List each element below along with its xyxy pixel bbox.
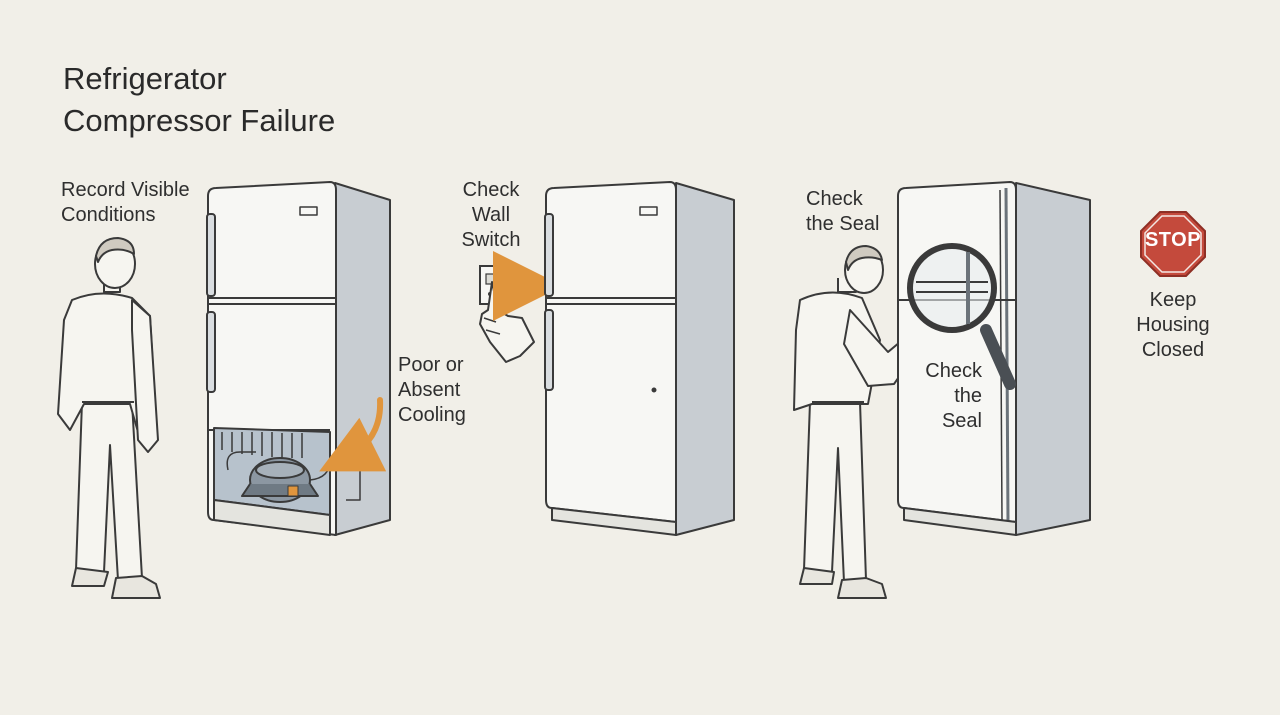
label-line: Check <box>925 360 982 382</box>
label-line: Poor or <box>398 354 464 376</box>
label-poor-cooling: Poor or Absent Cooling <box>398 353 466 428</box>
label-line: Record Visible <box>61 179 190 201</box>
label-line: Conditions <box>61 204 156 226</box>
label-line: Check <box>806 188 863 210</box>
label-line: Seal <box>941 410 982 432</box>
cooling-arrow <box>319 397 387 472</box>
label-line: Keep <box>1149 289 1197 311</box>
page-title: Refrigerator Compressor Failure <box>63 58 335 142</box>
label-record-conditions: Record Visible Conditions <box>61 178 190 228</box>
label-line: Housing <box>1136 314 1210 336</box>
label-check-seal-top: Check the Seal <box>806 187 879 237</box>
label-line: Cooling <box>398 404 466 426</box>
technician-standing-figure <box>57 237 161 599</box>
label-line: Closed <box>1141 339 1205 361</box>
label-line: Absent <box>398 379 461 401</box>
stop-sign-text: STOP <box>1144 229 1202 251</box>
label-keep-housing-closed: Keep Housing Closed <box>1133 288 1213 363</box>
label-line: the Seal <box>806 213 880 235</box>
label-line: Check <box>462 179 520 201</box>
label-line: the <box>954 385 982 407</box>
title-line-2: Compressor Failure <box>63 103 336 138</box>
label-line: Switch <box>461 229 521 251</box>
refrigerator-open-compressor <box>206 181 391 536</box>
label-check-wall-switch: Check Wall Switch <box>455 178 527 253</box>
label-check-seal-mid: Check the Seal <box>912 359 982 434</box>
magnifying-glass-icon <box>907 243 1016 390</box>
stop-sign-icon <box>1140 211 1206 277</box>
title-line-1: Refrigerator <box>63 61 227 96</box>
refrigerator-closed <box>544 181 735 536</box>
label-line: Wall <box>471 204 511 226</box>
